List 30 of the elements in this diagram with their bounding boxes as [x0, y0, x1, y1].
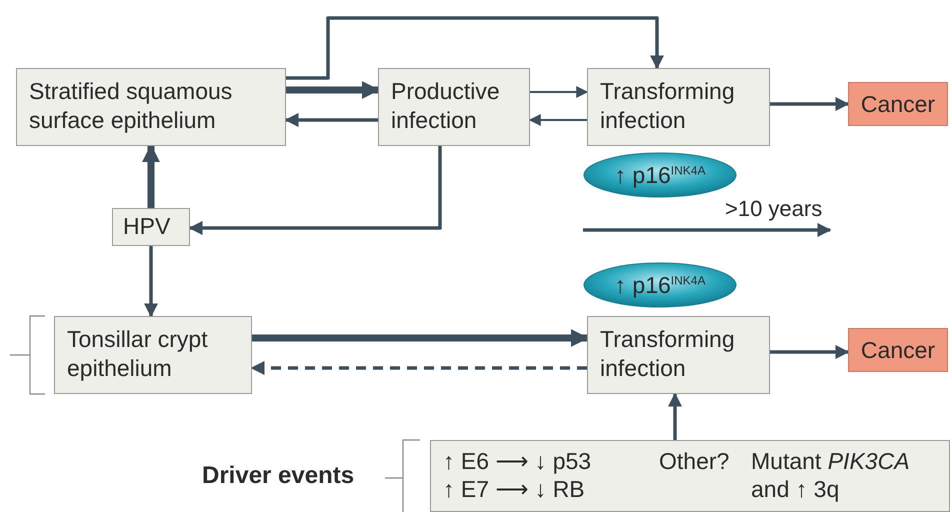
text: ↑ E6 ⟶ ↓ p53: [443, 447, 592, 475]
text: Mutant PIK3CA and ↑ 3q: [751, 447, 911, 503]
outcome-box: Cancer: [848, 82, 948, 126]
arrow: [286, 81, 380, 99]
process-box: HPV: [112, 208, 190, 246]
arrow: [528, 114, 587, 126]
arrow: [252, 329, 589, 347]
arrow: [144, 246, 158, 318]
text: Other?: [659, 447, 730, 475]
arrow: [286, 16, 664, 80]
process-box: Transforming infection: [587, 316, 770, 394]
arrow: [284, 113, 378, 127]
process-box: Transforming infection: [587, 68, 770, 146]
text: ↑ p16$^{INK4A}$: [614, 162, 706, 188]
text: ↑ E7 ⟶ ↓ RB: [443, 475, 585, 503]
arrow: [250, 361, 587, 375]
duration-label: >10 years: [725, 196, 822, 222]
arrow: [668, 392, 682, 440]
arrow: [188, 146, 442, 235]
text: ↑ p16$^{INK4A}$: [614, 272, 706, 298]
process-box: Productive infection: [378, 68, 530, 146]
process-box: Stratified squamous surface epithelium: [16, 68, 286, 146]
driver-events-panel: [430, 440, 950, 512]
arrow: [770, 97, 850, 111]
outcome-box: Cancer: [848, 328, 948, 372]
arrow: [142, 144, 160, 208]
process-box: Tonsillar crypt epithelium: [54, 316, 252, 394]
heading: Driver events: [202, 462, 354, 490]
arrow: [530, 86, 588, 98]
arrow: [770, 345, 850, 359]
